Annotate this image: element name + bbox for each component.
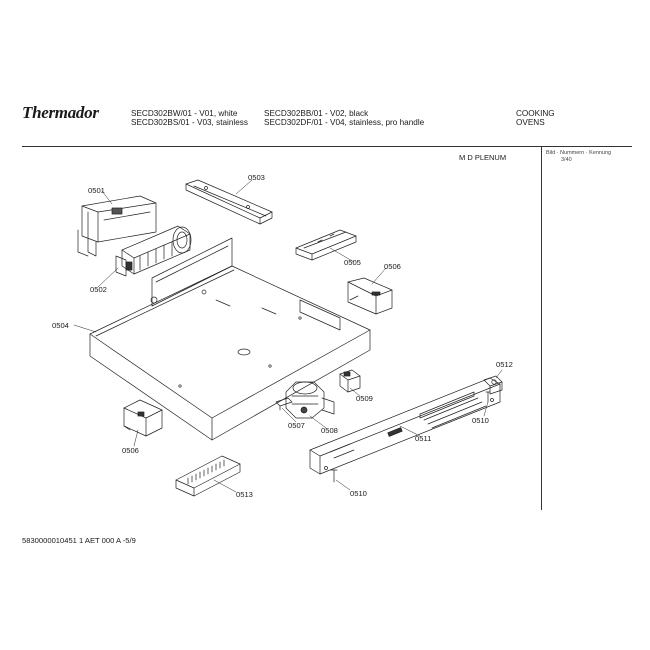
part-0501-bracket xyxy=(77,195,157,257)
callout-0501: 0501 xyxy=(88,186,105,195)
category-line-1: COOKING xyxy=(516,109,555,118)
callout-0513: 0513 xyxy=(236,490,253,499)
part-0510-screws xyxy=(330,391,491,483)
callout-0510-bottom: 0510 xyxy=(350,489,367,498)
callout-0506-right: 0506 xyxy=(384,262,401,271)
callout-leaders xyxy=(73,179,503,493)
part-0511-vent-panel xyxy=(309,377,501,475)
callout-0504: 0504 xyxy=(52,321,69,330)
part-0513-grille xyxy=(175,455,241,497)
callout-0502: 0502 xyxy=(90,285,107,294)
document-footer-code: 5830000010451 1 AET 000 A -5/9 xyxy=(22,536,136,545)
callout-0512: 0512 xyxy=(496,360,513,369)
part-0506-lower-bracket xyxy=(123,399,163,437)
model-line-3: SECD302BB/01 - V02, black xyxy=(264,109,369,118)
side-note-line-1: Bild · Nummern · Kennung xyxy=(546,150,612,156)
callout-0505: 0505 xyxy=(344,258,361,267)
brand-logo: Thermador xyxy=(22,103,99,122)
part-0512-cap xyxy=(483,375,503,395)
part-0503-rail xyxy=(185,179,273,225)
part-0505-strip xyxy=(295,229,357,261)
part-0509-switch xyxy=(339,369,361,393)
part-0506-right-panel xyxy=(347,277,393,315)
section-title: M D PLENUM xyxy=(459,153,507,162)
model-line-1: SECD302BW/01 - V01, white xyxy=(131,109,238,118)
model-line-2: SECD302BS/01 - V03, stainless xyxy=(131,118,248,127)
callout-0503: 0503 xyxy=(248,173,265,182)
callout-0506-left: 0506 xyxy=(122,446,139,455)
part-0507-clip xyxy=(275,397,293,411)
part-0508-motor xyxy=(285,381,335,419)
callout-0508: 0508 xyxy=(321,426,338,435)
part-0504-plenum-sheet xyxy=(89,237,371,441)
part-0502-blower xyxy=(115,225,192,277)
callout-0509: 0509 xyxy=(356,394,373,403)
callout-0507: 0507 xyxy=(288,421,305,430)
side-column-divider xyxy=(541,146,542,510)
category-line-2: OVENS xyxy=(516,118,545,127)
side-note-line-2: 3/40 xyxy=(561,157,572,163)
callout-0510-right: 0510 xyxy=(472,416,489,425)
callout-0511: 0511 xyxy=(415,434,432,443)
header-rule xyxy=(22,146,632,147)
model-line-4: SECD302DF/01 - V04, stainless, pro handl… xyxy=(264,118,425,127)
